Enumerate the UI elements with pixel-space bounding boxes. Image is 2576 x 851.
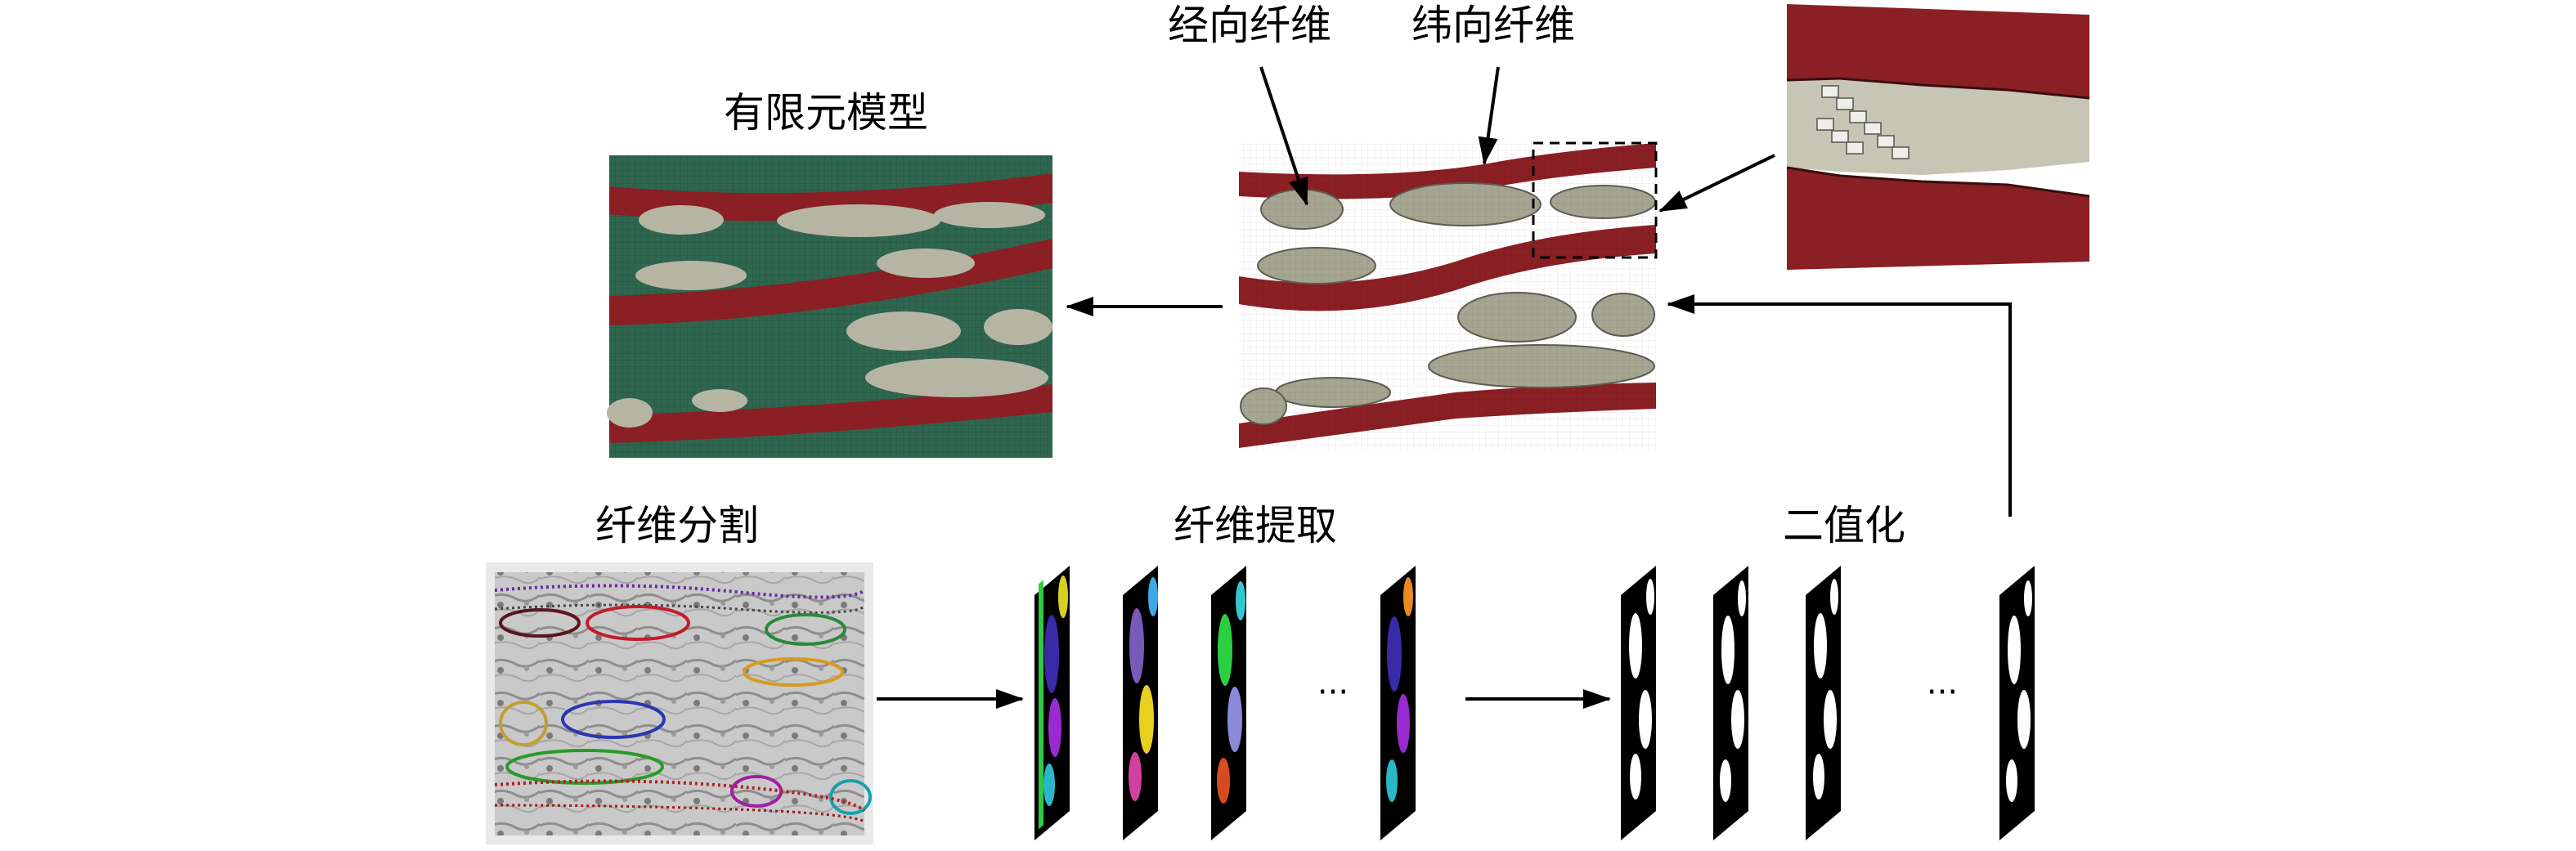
binarization-ellipsis: ··· [1927,674,1958,711]
binary-slice-2 [1713,566,1748,840]
fiber-segmentation-image [486,562,873,844]
binarization-stack: ··· [1621,566,2035,840]
extraction-slice-3 [1211,566,1246,840]
extraction-ellipsis: ··· [1317,674,1349,711]
binary-slice-3 [1806,566,1841,840]
weft-fiber-label: 纬向纤维 [1411,2,1575,49]
zoom-detail-image [1786,4,2090,270]
fiber-extraction-label: 纤维提取 [1174,502,1337,549]
arrow-binary-to-3d-model [1667,294,2012,517]
weft-fiber-pointer [1478,66,1500,165]
binary-slice-1 [1621,566,1656,840]
extraction-slice-n [1380,566,1416,840]
fiber-segmentation-label: 纤维分割 [595,502,759,549]
fem-model-image [607,155,1052,458]
warp-fiber-pointer [1259,66,1308,206]
extraction-slice-1 [1034,566,1070,840]
zoom-region-box [1532,141,1658,259]
binary-slice-n [1999,566,2035,840]
binarization-label: 二值化 [1783,502,1905,549]
fem-model-label: 有限元模型 [724,89,928,137]
fiber-3d-model [1239,141,1658,450]
fiber-extraction-stack: ··· [1034,566,1416,840]
zoom-pointer-arrow [1658,154,1775,213]
warp-fiber-label: 经向纤维 [1168,2,1331,49]
extraction-slice-2 [1123,566,1158,840]
